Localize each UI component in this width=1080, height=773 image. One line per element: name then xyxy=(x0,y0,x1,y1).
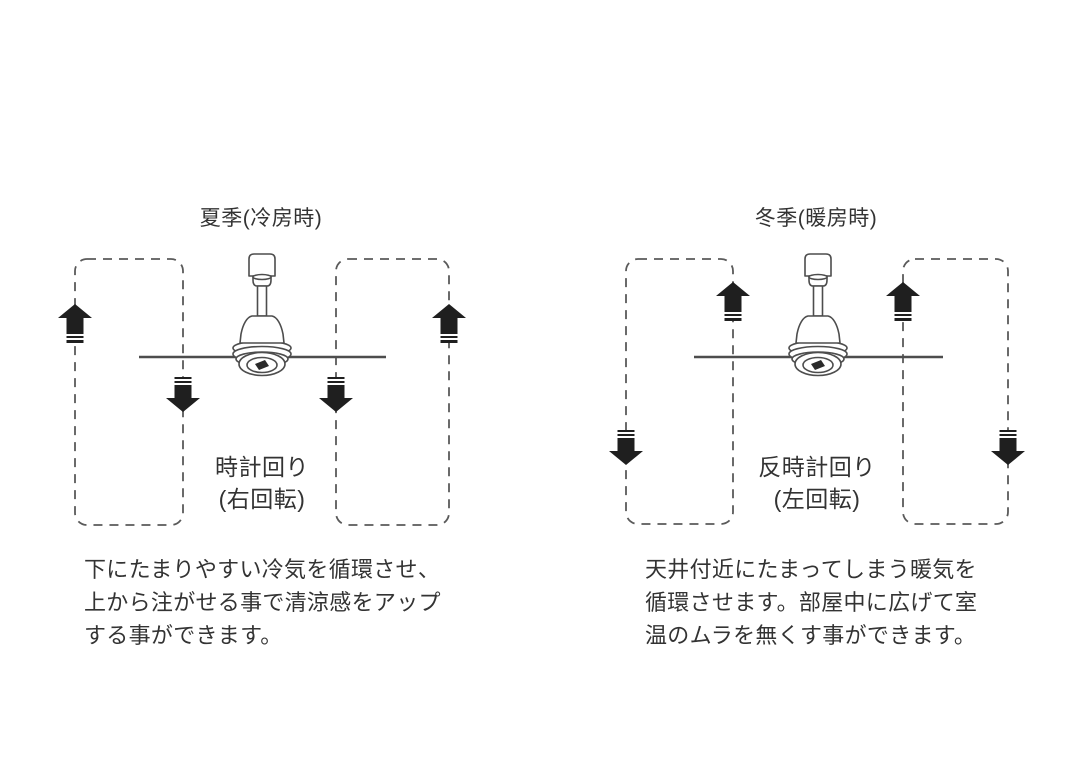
ceiling-fan-icon xyxy=(232,253,292,377)
summer-description-line: 上から注がせる事で清涼感をアップ xyxy=(84,590,441,615)
winter-rotation-label: 反時計回り (左回転) xyxy=(617,451,1017,515)
winter-rotation-line1: 反時計回り xyxy=(758,454,876,480)
summer-rotation-line2: (右回転) xyxy=(218,486,306,512)
winter-rotation-line2: (左回転) xyxy=(773,486,861,512)
winter-description-line: 天井付近にたまってしまう暖気を xyxy=(645,557,977,582)
down-airflow-arrow-icon xyxy=(318,376,354,413)
up-airflow-arrow-icon xyxy=(57,303,93,344)
summer-title: 夏季(冷房時) xyxy=(199,207,323,230)
summer-rotation-line1: 時計回り xyxy=(215,454,309,480)
summer-rotation-label: 時計回り (右回転) xyxy=(62,451,462,515)
summer-airflow-panel xyxy=(57,253,467,526)
up-airflow-arrow-icon xyxy=(885,281,921,322)
summer-left-airflow-zone-box xyxy=(74,258,184,526)
summer-description-line: 下にたまりやすい冷気を循環させ、 xyxy=(84,557,441,582)
winter-airflow-panel xyxy=(608,253,1026,525)
up-airflow-arrow-icon xyxy=(715,281,751,322)
winter-description-line: 温のムラを無くす事ができます。 xyxy=(645,623,977,648)
winter-title: 冬季(暖房時) xyxy=(754,207,878,230)
down-airflow-arrow-icon xyxy=(165,376,201,413)
winter-left-airflow-zone-box xyxy=(625,258,734,525)
winter-right-airflow-zone-box xyxy=(902,258,1009,525)
winter-description: 天井付近にたまってしまう暖気を 循環させます。部屋中に広げて室 温のムラを無くす… xyxy=(645,553,977,652)
up-airflow-arrow-icon xyxy=(431,303,467,344)
ceiling-fan-icon xyxy=(788,253,848,377)
winter-description-line: 循環させます。部屋中に広げて室 xyxy=(645,590,978,615)
summer-description: 下にたまりやすい冷気を循環させ、 上から注がせる事で清涼感をアップ する事ができ… xyxy=(84,553,441,652)
summer-description-line: する事ができます。 xyxy=(84,623,283,648)
